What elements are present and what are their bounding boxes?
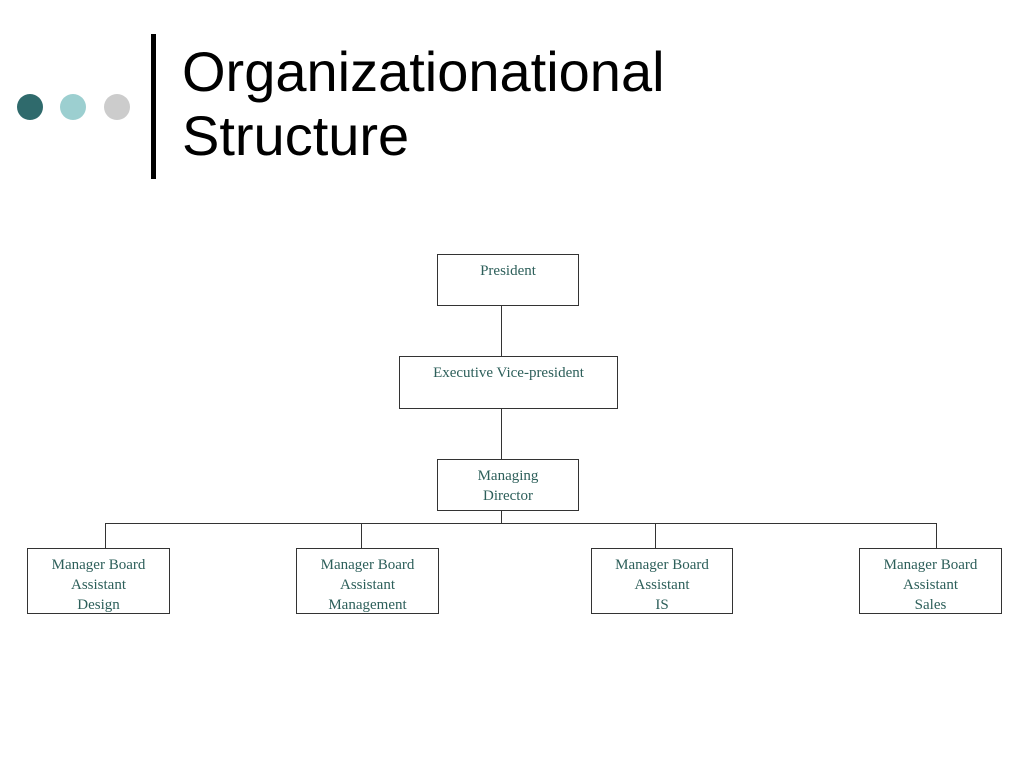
title-divider — [151, 34, 156, 179]
slide-title: Organizationational Structure — [182, 40, 665, 168]
node-manager-management: Manager Board Assistant Management — [296, 548, 439, 614]
node-manager-is-line-3: IS — [655, 597, 669, 613]
node-manager-is-line-2: Assistant — [634, 577, 690, 593]
node-manager-sales-line-2: Assistant — [902, 577, 958, 593]
connector-bus-design — [105, 523, 106, 549]
connector-horizontal-bus — [105, 523, 937, 524]
node-manager-design-line-3: Design — [77, 597, 120, 613]
connector-bus-management — [361, 523, 362, 549]
node-executive-vp: Executive Vice-president — [399, 356, 618, 409]
dot-light-teal — [60, 94, 86, 120]
node-president: President — [437, 254, 579, 306]
node-manager-management-line-2: Assistant — [339, 577, 395, 593]
node-manager-sales-line-3: Sales — [914, 597, 947, 613]
node-manager-management-line-1: Manager Board — [320, 557, 415, 573]
connector-bus-is — [655, 523, 656, 549]
node-president-label: President — [480, 263, 536, 279]
connector-md-bus — [501, 510, 502, 523]
node-managing-director-line-2: Director — [483, 488, 533, 504]
connector-president-evp — [501, 305, 502, 357]
node-manager-design-line-2: Assistant — [70, 577, 126, 593]
node-managing-director-line-1: Managing — [477, 468, 539, 484]
title-line-2: Structure — [182, 104, 410, 167]
connector-bus-sales — [936, 523, 937, 549]
node-manager-sales: Manager Board Assistant Sales — [859, 548, 1002, 614]
node-manager-management-line-3: Management — [328, 597, 407, 613]
node-executive-vp-label: Executive Vice-president — [433, 365, 584, 381]
title-line-1: Organizationational — [182, 40, 665, 103]
node-manager-is-line-1: Manager Board — [615, 557, 709, 573]
node-manager-design-line-1: Manager Board — [51, 557, 146, 573]
node-managing-director: Managing Director — [437, 459, 579, 511]
node-manager-sales-line-1: Manager Board — [883, 557, 978, 573]
node-manager-design: Manager Board Assistant Design — [27, 548, 170, 614]
dot-dark-teal — [17, 94, 43, 120]
connector-evp-md — [501, 408, 502, 460]
node-manager-is: Manager Board Assistant IS — [591, 548, 733, 614]
dot-gray — [104, 94, 130, 120]
